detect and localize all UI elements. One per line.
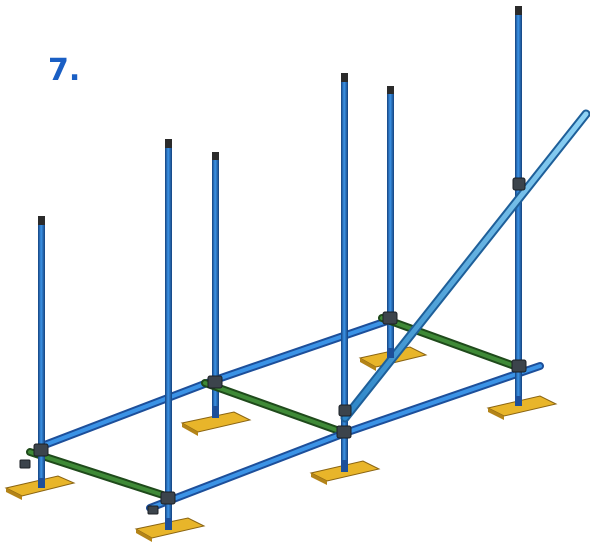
coupler xyxy=(33,443,49,457)
back-ledgers xyxy=(38,316,394,450)
standard-tube xyxy=(165,146,172,526)
step-number: 7. xyxy=(48,53,81,88)
standard-tube xyxy=(341,80,348,464)
coupler xyxy=(207,375,223,389)
coupler xyxy=(147,505,159,515)
back-standards xyxy=(212,86,394,410)
base-spigots xyxy=(38,348,522,530)
coupler xyxy=(511,359,527,373)
couplers xyxy=(19,177,527,515)
coupler xyxy=(512,177,526,191)
front-ledgers xyxy=(146,362,544,512)
standard-tube xyxy=(38,224,45,482)
front-standards xyxy=(38,6,522,526)
coupler xyxy=(382,311,398,325)
standard-tube xyxy=(515,14,522,400)
coupler xyxy=(160,491,176,505)
standard-tube xyxy=(387,92,394,352)
standard-tube xyxy=(212,158,219,410)
coupler xyxy=(19,459,31,469)
transoms xyxy=(26,314,524,502)
diagonal-brace xyxy=(340,109,590,423)
coupler xyxy=(336,425,352,439)
coupler xyxy=(338,404,352,417)
base-plates xyxy=(4,346,558,542)
